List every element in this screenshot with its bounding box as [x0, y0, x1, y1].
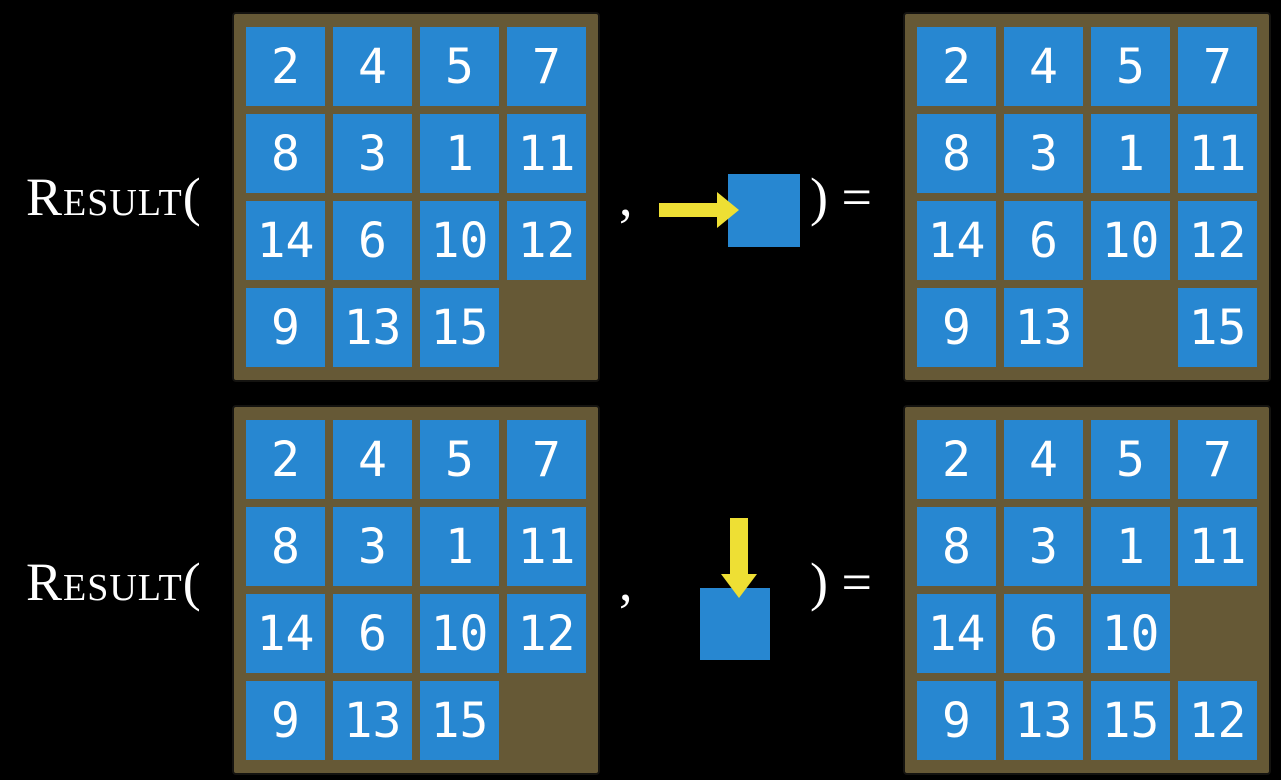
puzzle-tile-6: 6 [1004, 594, 1083, 673]
puzzle-tile-3: 3 [1004, 114, 1083, 193]
puzzle-tile-2: 2 [917, 420, 996, 499]
puzzle-tile-3: 3 [333, 114, 412, 193]
puzzle-tile-4: 4 [333, 27, 412, 106]
puzzle-tile-6: 6 [333, 594, 412, 673]
puzzle-tile-14: 14 [246, 594, 325, 673]
comma-separator: , [619, 167, 633, 227]
puzzle-tile-3: 3 [333, 507, 412, 586]
puzzle-tile-12: 12 [1178, 681, 1257, 760]
moved-tile-square [728, 174, 800, 247]
puzzle-tile-13: 13 [1004, 681, 1083, 760]
puzzle-tile-11: 11 [507, 114, 586, 193]
puzzle-tile-5: 5 [1091, 420, 1170, 499]
puzzle-tile-15: 15 [420, 681, 499, 760]
puzzle-tile-7: 7 [1178, 420, 1257, 499]
puzzle-tile-14: 14 [917, 594, 996, 673]
puzzle-tile-1: 1 [1091, 507, 1170, 586]
blank-cell [507, 681, 586, 760]
blank-cell [1091, 288, 1170, 367]
puzzle-tile-6: 6 [1004, 201, 1083, 280]
puzzle-tile-14: 14 [917, 201, 996, 280]
puzzle-tile-6: 6 [333, 201, 412, 280]
puzzle-tile-11: 11 [1178, 114, 1257, 193]
puzzle-tile-5: 5 [420, 27, 499, 106]
moved-tile-square [700, 588, 770, 660]
puzzle-tile-4: 4 [333, 420, 412, 499]
puzzle-tile-11: 11 [507, 507, 586, 586]
puzzle-tile-7: 7 [1178, 27, 1257, 106]
puzzle-tile-5: 5 [420, 420, 499, 499]
puzzle-tile-1: 1 [1091, 114, 1170, 193]
puzzle-tile-12: 12 [507, 201, 586, 280]
result-function-label: Result( [26, 167, 202, 227]
arrow-right-icon [659, 192, 739, 228]
puzzle-tile-12: 12 [507, 594, 586, 673]
puzzle-tile-13: 13 [333, 681, 412, 760]
puzzle-tile-2: 2 [246, 420, 325, 499]
puzzle-tile-10: 10 [1091, 594, 1170, 673]
blank-cell [507, 288, 586, 367]
comma-separator: , [619, 552, 633, 612]
close-paren-equals: ) = [810, 552, 872, 612]
puzzle-tile-9: 9 [917, 681, 996, 760]
puzzle-tile-8: 8 [246, 114, 325, 193]
puzzle-tile-11: 11 [1178, 507, 1257, 586]
puzzle-tile-4: 4 [1004, 420, 1083, 499]
puzzle-tile-1: 1 [420, 507, 499, 586]
puzzle-tile-15: 15 [1091, 681, 1170, 760]
puzzle-tile-13: 13 [333, 288, 412, 367]
puzzle-tile-7: 7 [507, 420, 586, 499]
puzzle-tile-10: 10 [420, 201, 499, 280]
puzzle-tile-10: 10 [1091, 201, 1170, 280]
puzzle-tile-12: 12 [1178, 201, 1257, 280]
puzzle-tile-9: 9 [917, 288, 996, 367]
puzzle-tile-9: 9 [246, 288, 325, 367]
arrow-down-icon [721, 518, 757, 598]
puzzle-tile-5: 5 [1091, 27, 1170, 106]
puzzle-tile-1: 1 [420, 114, 499, 193]
puzzle-tile-13: 13 [1004, 288, 1083, 367]
close-paren-equals: ) = [810, 167, 872, 227]
blank-cell [1178, 594, 1257, 673]
puzzle-tile-4: 4 [1004, 27, 1083, 106]
puzzle-tile-15: 15 [420, 288, 499, 367]
puzzle-tile-14: 14 [246, 201, 325, 280]
puzzle-tile-3: 3 [1004, 507, 1083, 586]
puzzle-tile-15: 15 [1178, 288, 1257, 367]
result-function-label: Result( [26, 552, 202, 612]
puzzle-tile-10: 10 [420, 594, 499, 673]
puzzle-tile-8: 8 [246, 507, 325, 586]
puzzle-tile-8: 8 [917, 507, 996, 586]
puzzle-tile-7: 7 [507, 27, 586, 106]
puzzle-tile-2: 2 [246, 27, 325, 106]
puzzle-tile-8: 8 [917, 114, 996, 193]
puzzle-tile-2: 2 [917, 27, 996, 106]
puzzle-tile-9: 9 [246, 681, 325, 760]
